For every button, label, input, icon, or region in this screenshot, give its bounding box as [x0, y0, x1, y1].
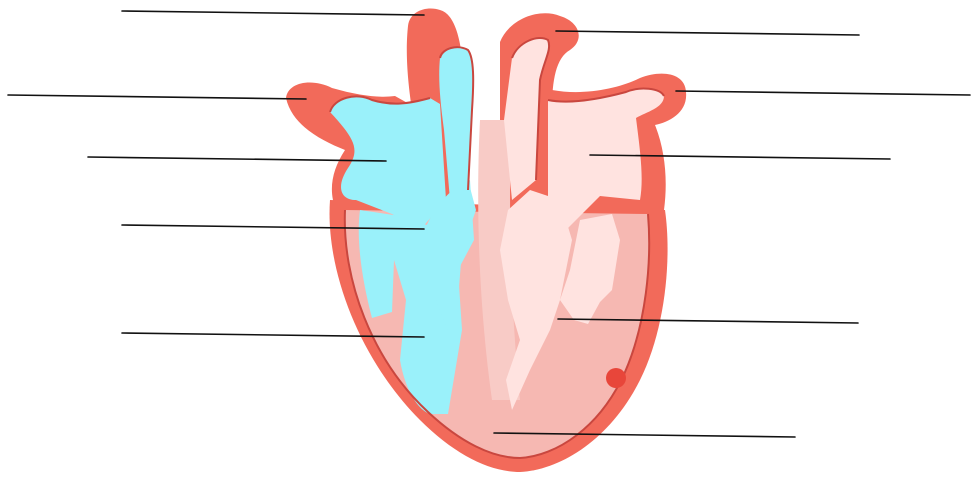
leader-line-1 — [122, 11, 424, 15]
leader-line-4 — [676, 91, 970, 95]
leader-line-3 — [8, 95, 306, 99]
leader-line-2 — [556, 31, 859, 35]
wall-dark-spot — [606, 368, 626, 388]
